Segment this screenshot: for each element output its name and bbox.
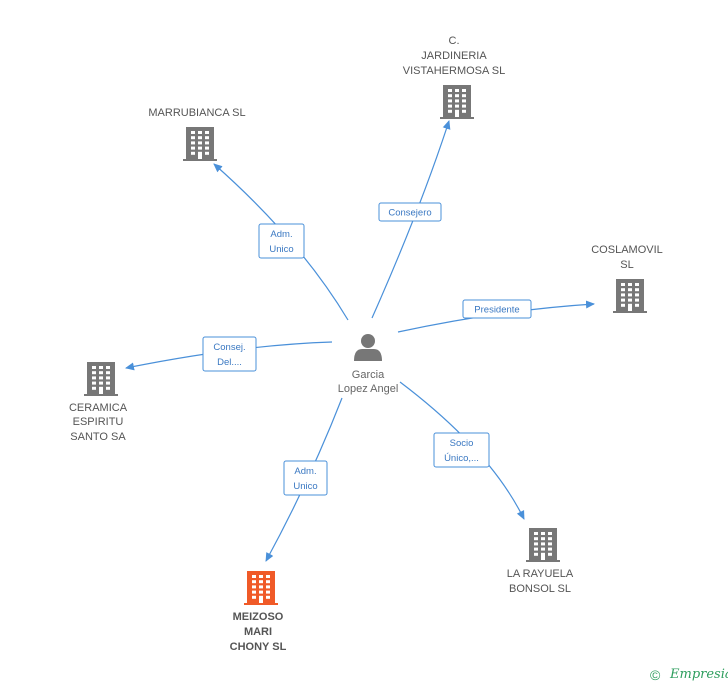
relation-label-text: Presidente — [474, 305, 519, 316]
relation-label-box — [433, 432, 490, 468]
building-icon — [84, 362, 118, 396]
company-name: JARDINERIA — [421, 50, 487, 62]
company-name: ESPIRITU — [73, 416, 124, 428]
company-name: SANTO SA — [70, 431, 126, 443]
relation-label-marrubianca[interactable]: Adm. Unico — [258, 223, 305, 259]
company-name: MARRUBIANCA SL — [148, 107, 245, 119]
relation-label-text: Adm. — [270, 229, 292, 240]
company-node-meizoso[interactable]: MEIZOSO MARI CHONY SL — [230, 571, 287, 653]
company-name: VISTAHERMOSA SL — [403, 65, 506, 77]
relation-label-text: Consejero — [388, 208, 431, 219]
relation-label-box — [258, 223, 305, 259]
company-name: COSLAMOVIL — [591, 244, 663, 256]
relation-edge-meizoso: Adm. Unico — [265, 397, 343, 562]
company-node-ceramica[interactable]: CERAMICA ESPIRITU SANTO SA — [69, 362, 128, 443]
relation-edge-marrubianca: Adm. Unico — [213, 163, 349, 321]
relation-label-text: Unico — [293, 481, 317, 492]
relation-label-text: Adm. — [294, 466, 316, 477]
relation-edge-jardineria: Consejero — [371, 120, 451, 319]
company-node-rayuela[interactable]: LA RAYUELA BONSOL SL — [507, 528, 574, 595]
building-icon — [183, 127, 217, 161]
relation-label-box — [462, 299, 532, 319]
building-icon — [526, 528, 560, 562]
relation-label-jardineria[interactable]: Consejero — [378, 202, 442, 222]
relation-label-box — [202, 336, 257, 372]
relation-edge-ceramica: Consej. Del.... — [125, 336, 333, 372]
relation-label-box — [283, 460, 328, 496]
relation-label-text: Unico — [269, 244, 293, 255]
building-icon — [440, 85, 474, 119]
relation-edge-coslamovil: Presidente — [397, 299, 595, 333]
relation-label-meizoso[interactable]: Adm. Unico — [283, 460, 328, 496]
relation-label-rayuela[interactable]: SocioÚnico,... — [433, 432, 490, 468]
company-name: LA RAYUELA — [507, 568, 574, 580]
company-name: MEIZOSO — [233, 611, 284, 623]
relation-label-ceramica[interactable]: Consej. Del.... — [202, 336, 257, 372]
relation-edge-rayuela: SocioÚnico,... — [399, 381, 525, 520]
person-name: Lopez Angel — [338, 383, 399, 395]
company-name: CERAMICA — [69, 402, 128, 414]
relation-label-coslamovil[interactable]: Presidente — [462, 299, 532, 319]
company-name: SL — [620, 259, 633, 271]
relation-label-text: Del.... — [217, 357, 242, 368]
copyright-symbol: © — [650, 667, 661, 683]
company-node-marrubianca[interactable]: MARRUBIANCA SL — [148, 107, 246, 161]
relation-label-text: Socio — [450, 438, 474, 449]
building-icon — [244, 571, 278, 605]
relation-label-box — [378, 202, 442, 222]
building-icon — [613, 279, 647, 313]
brand-watermark: Empresia — [669, 667, 728, 682]
company-name: C. — [449, 35, 460, 47]
relation-label-text: Único,... — [444, 453, 479, 464]
person-name: Garcia — [352, 369, 385, 381]
company-node-jardineria[interactable]: C. JARDINERIA VISTAHERMOSA SL — [403, 35, 506, 119]
company-name: CHONY SL — [230, 641, 287, 653]
company-name: BONSOL SL — [509, 583, 571, 595]
person-icon — [354, 334, 382, 361]
company-node-coslamovil[interactable]: COSLAMOVIL SL — [591, 244, 663, 313]
company-name: MARI — [244, 626, 272, 638]
relation-label-text: Consej. — [213, 342, 245, 353]
